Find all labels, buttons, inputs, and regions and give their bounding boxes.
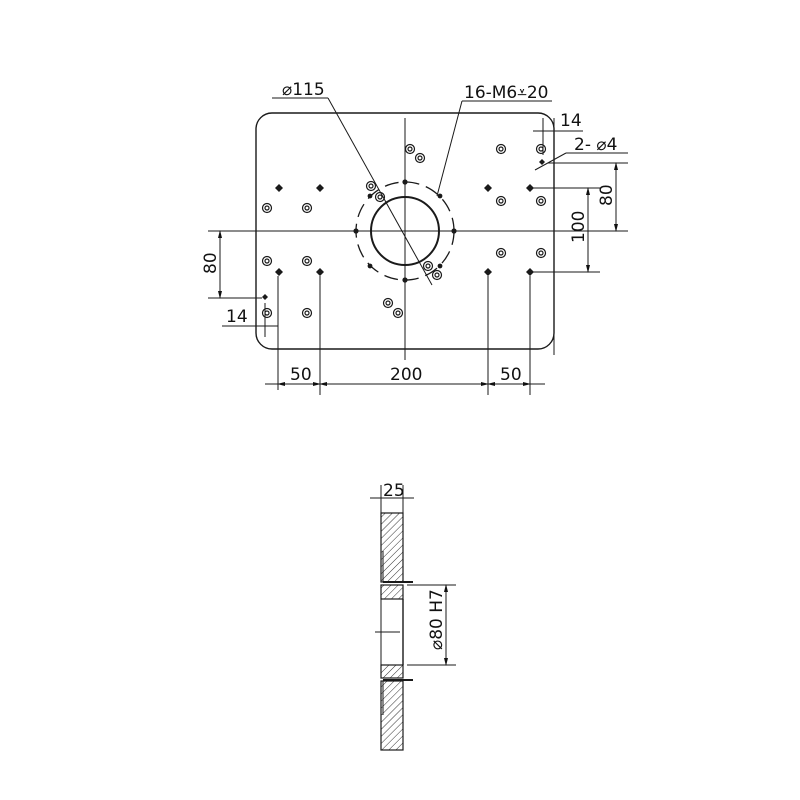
dim-left-vertical: 80 bbox=[201, 252, 221, 274]
section-lower bbox=[380, 680, 404, 751]
dim-right-inner: 80 bbox=[597, 184, 617, 206]
through-holes bbox=[262, 159, 545, 300]
top-view: ⌀115 16-M6⩡20 2- ⌀4 14 80 100 80 14 50 2… bbox=[201, 80, 628, 395]
dim-thickness: 25 bbox=[383, 481, 405, 501]
section-upper bbox=[380, 512, 404, 583]
tapped-holes-callout: 16-M6⩡20 bbox=[464, 83, 548, 103]
tapped-holes bbox=[261, 143, 547, 319]
pin-holes-callout: 2- ⌀4 bbox=[574, 135, 617, 155]
dim-right-outer: 100 bbox=[569, 211, 589, 243]
section-lower-lip bbox=[380, 664, 404, 679]
section-upper-lip bbox=[380, 584, 404, 600]
bore-dia-callout: ⌀115 bbox=[282, 80, 325, 100]
bottom-dimensions bbox=[265, 276, 545, 395]
dim-top-right-offset: 14 bbox=[560, 111, 582, 131]
dim-bottom-right: 50 bbox=[500, 365, 522, 385]
dim-bottom-left: 50 bbox=[290, 365, 312, 385]
pcd-holes bbox=[353, 179, 457, 283]
dim-bottom-center: 200 bbox=[390, 365, 422, 385]
leaders bbox=[272, 97, 628, 286]
right-dimensions bbox=[533, 118, 628, 355]
central-bore bbox=[370, 196, 440, 266]
dim-bore: ⌀80 H7 bbox=[427, 589, 447, 650]
dim-left-offset: 14 bbox=[226, 307, 248, 327]
section-view: 25 ⌀80 H7 bbox=[370, 481, 456, 751]
left-dimensions bbox=[208, 230, 279, 390]
